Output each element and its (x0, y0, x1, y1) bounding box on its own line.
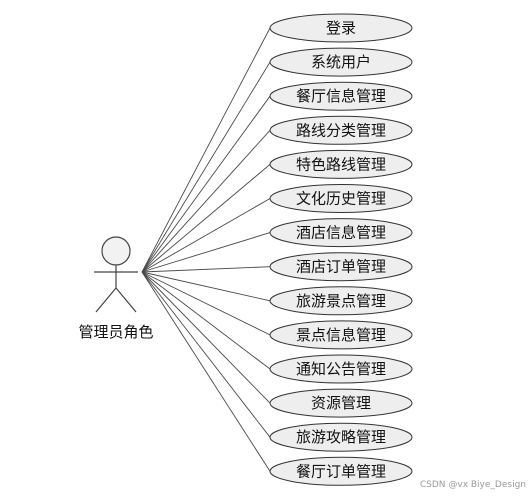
use-case: 餐厅信息管理 (269, 81, 413, 111)
use-case: 特色路线管理 (269, 149, 413, 179)
use-case: 通知公告管理 (269, 354, 413, 384)
use-case-label: 餐厅信息管理 (296, 87, 386, 105)
use-case: 酒店信息管理 (269, 218, 413, 248)
use-case-label: 酒店订单管理 (296, 258, 386, 276)
association-line (141, 198, 271, 273)
association-line (141, 271, 271, 438)
actor-name: 管理员角色 (78, 323, 153, 341)
use-case-label: 旅游景点管理 (296, 292, 386, 310)
use-case: 文化历史管理 (269, 184, 413, 213)
use-case-ellipse (269, 286, 413, 316)
use-case-label: 特色路线管理 (296, 155, 386, 173)
association-line (141, 232, 271, 273)
association-line (141, 61, 271, 273)
use-case: 系统用户 (269, 47, 413, 77)
use-case-label: 酒店信息管理 (296, 224, 386, 242)
use-case-label: 登录 (326, 19, 356, 37)
use-case-ellipse (269, 320, 413, 350)
association-line (141, 271, 271, 336)
use-case-label: 路线分类管理 (296, 121, 386, 139)
use-case-ellipse (269, 47, 413, 77)
use-case: 路线分类管理 (269, 115, 413, 145)
use-case: 餐厅订单管理 (269, 456, 413, 486)
association-line (141, 271, 271, 302)
use-case-label: 文化历史管理 (296, 190, 386, 208)
use-case: 酒店订单管理 (269, 252, 413, 282)
watermark-text: CSDN @vx Biye_Design (419, 480, 526, 490)
use-case: 旅游攻略管理 (269, 422, 413, 452)
association-line (141, 266, 271, 273)
use-case-ellipse (269, 218, 413, 248)
use-case-ellipse (269, 422, 413, 452)
association-line (141, 27, 271, 273)
use-case-label: 通知公告管理 (296, 360, 386, 378)
association-line (141, 271, 271, 472)
use-case: 景点信息管理 (269, 320, 413, 350)
association-line (141, 129, 271, 273)
use-case-ellipse (269, 456, 413, 486)
use-case-label: 餐厅订单管理 (296, 462, 386, 480)
use-case-ellipse (269, 354, 413, 384)
use-case-ellipse (269, 184, 413, 213)
use-case-list: 登录系统用户餐厅信息管理路线分类管理特色路线管理文化历史管理酒店信息管理酒店订单… (269, 13, 413, 486)
use-case-ellipse (269, 252, 413, 282)
association-line (141, 271, 271, 404)
use-case-ellipse (269, 388, 413, 418)
use-case: 资源管理 (269, 388, 413, 418)
use-case-ellipse (269, 149, 413, 179)
actor-left-leg (95, 287, 117, 313)
use-case: 登录 (269, 13, 413, 43)
actor-head (101, 236, 131, 266)
actor-figure: 管理员角色 (78, 236, 154, 341)
use-case-ellipse (269, 81, 413, 111)
use-case-label: 资源管理 (311, 394, 371, 412)
association-line (141, 164, 271, 273)
association-line (141, 95, 271, 273)
use-case-label: 系统用户 (311, 53, 371, 71)
association-line (141, 271, 271, 370)
use-case-ellipse (269, 115, 413, 145)
use-case-ellipse (269, 13, 413, 43)
association-lines (141, 27, 271, 472)
use-case: 旅游景点管理 (269, 286, 413, 316)
use-case-label: 旅游攻略管理 (296, 428, 386, 446)
use-case-label: 景点信息管理 (296, 326, 386, 344)
actor-right-leg (115, 287, 137, 313)
